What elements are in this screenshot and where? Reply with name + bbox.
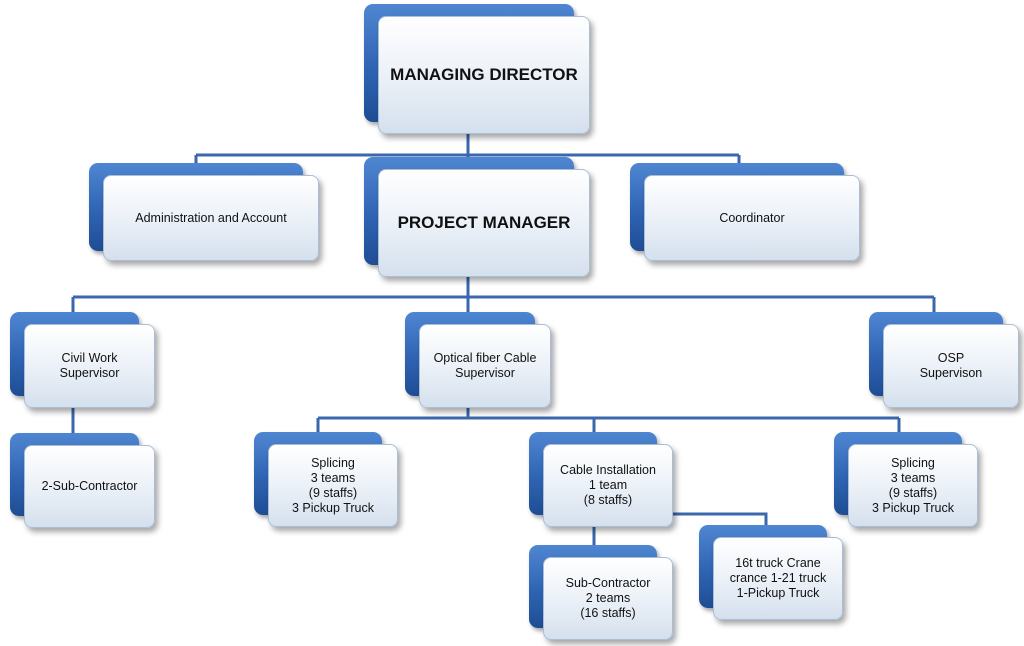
node-label: Coordinator	[719, 210, 785, 225]
node-label: Splicing 3 teams (9 staffs) 3 Pickup Tru…	[872, 455, 954, 515]
node-splicing-left: Splicing 3 teams (9 staffs) 3 Pickup Tru…	[254, 432, 398, 527]
node-sub-contractor-teams: Sub-Contractor 2 teams (16 staffs)	[529, 545, 673, 640]
node-label: MANAGING DIRECTOR	[390, 65, 578, 84]
node-osp-supervisor: OSP Supervison	[869, 312, 1019, 408]
node-label: Civil Work Supervisor	[59, 351, 120, 380]
node-administration-account: Administration and Account	[89, 163, 319, 263]
node-label: Cable Installation 1 team (8 staffs)	[560, 463, 656, 507]
node-label: PROJECT MANAGER	[397, 213, 571, 232]
node-label: Administration and Account	[135, 210, 287, 225]
node-label: OSP Supervison	[919, 351, 983, 380]
node-label: Optical fiber Cable Supervisor	[433, 351, 537, 380]
node-label: 16t truck Crane crance 1-21 truck 1-Pick…	[729, 556, 827, 600]
node-2-sub-contractor: 2-Sub-Contractor	[10, 433, 155, 528]
node-project-manager: PROJECT MANAGER	[364, 157, 590, 277]
node-label: 2-Sub-Contractor	[41, 479, 138, 493]
node-truck-crane: 16t truck Crane crance 1-21 truck 1-Pick…	[699, 525, 843, 620]
node-optical-fiber-supervisor: Optical fiber Cable Supervisor	[405, 312, 551, 408]
node-managing-director: MANAGING DIRECTOR	[364, 4, 590, 134]
node-coordinator: Coordinator	[630, 163, 860, 263]
node-label: Splicing 3 teams (9 staffs) 3 Pickup Tru…	[292, 455, 374, 515]
node-splicing-right: Splicing 3 teams (9 staffs) 3 Pickup Tru…	[834, 432, 978, 527]
node-label: Sub-Contractor 2 teams (16 staffs)	[565, 576, 651, 620]
node-cable-installation: Cable Installation 1 team (8 staffs)	[529, 432, 673, 527]
node-civil-work-supervisor: Civil Work Supervisor	[10, 312, 155, 408]
